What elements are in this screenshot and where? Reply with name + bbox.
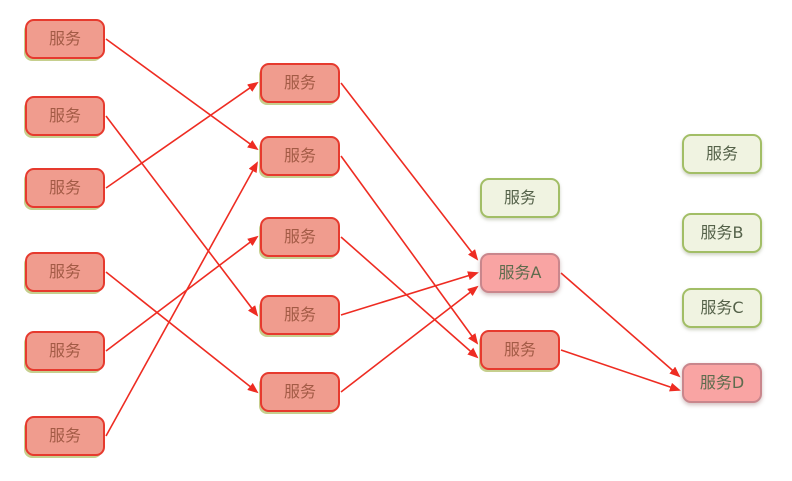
service-node-l2[interactable]: 服务	[25, 96, 105, 136]
edge-l5-m3	[105, 235, 259, 352]
node-label: 服务	[48, 29, 81, 48]
edge-l3-m1	[105, 81, 259, 189]
node-label: 服务	[283, 382, 316, 401]
edge-m2-r	[340, 155, 479, 345]
node-label: 服务	[283, 227, 316, 246]
node-label: 服务	[283, 305, 316, 324]
service-node-r[interactable]: 服务	[480, 330, 560, 370]
edge-a-td	[560, 272, 681, 378]
edge-m1-a	[340, 82, 479, 261]
node-label: 服务	[48, 426, 81, 445]
node-label: 服务	[705, 144, 738, 163]
service-node-m4[interactable]: 服务	[260, 295, 340, 335]
service-node-l4[interactable]: 服务	[25, 252, 105, 292]
service-node-a[interactable]: 服务A	[480, 253, 560, 293]
service-node-td[interactable]: 服务D	[682, 363, 762, 403]
service-node-l6[interactable]: 服务	[25, 416, 105, 456]
service-node-l5[interactable]: 服务	[25, 331, 105, 371]
node-label: 服务	[48, 262, 81, 281]
node-label: 服务	[283, 146, 316, 165]
service-node-m5[interactable]: 服务	[260, 372, 340, 412]
service-node-t1[interactable]: 服务	[682, 134, 762, 174]
edge-m4-a	[340, 271, 479, 316]
edge-r-td	[560, 349, 681, 392]
edge-l6-m2	[105, 161, 258, 437]
edge-l4-m5	[105, 271, 259, 394]
service-node-l3[interactable]: 服务	[25, 168, 105, 208]
service-node-tc[interactable]: 服务C	[682, 288, 762, 328]
service-node-m1[interactable]: 服务	[260, 63, 340, 103]
node-label: 服务	[503, 188, 536, 207]
node-label: 服务D	[699, 373, 745, 392]
node-label: 服务C	[700, 298, 744, 317]
service-node-tb[interactable]: 服务B	[682, 213, 762, 253]
node-label: 服务	[503, 340, 536, 359]
node-label: 服务	[48, 106, 81, 125]
node-label: 服务B	[700, 223, 744, 242]
edge-m5-a	[340, 285, 479, 393]
edge-l1-m2	[105, 38, 259, 151]
service-node-m2[interactable]: 服务	[260, 136, 340, 176]
node-label: 服务	[48, 178, 81, 197]
node-label: 服务	[48, 341, 81, 360]
edge-l2-m4	[105, 115, 259, 317]
node-label: 服务	[283, 73, 316, 92]
service-node-m3[interactable]: 服务	[260, 217, 340, 257]
node-label: 服务A	[498, 263, 542, 282]
service-node-g1[interactable]: 服务	[480, 178, 560, 218]
edge-m3-r	[340, 236, 479, 359]
service-node-l1[interactable]: 服务	[25, 19, 105, 59]
